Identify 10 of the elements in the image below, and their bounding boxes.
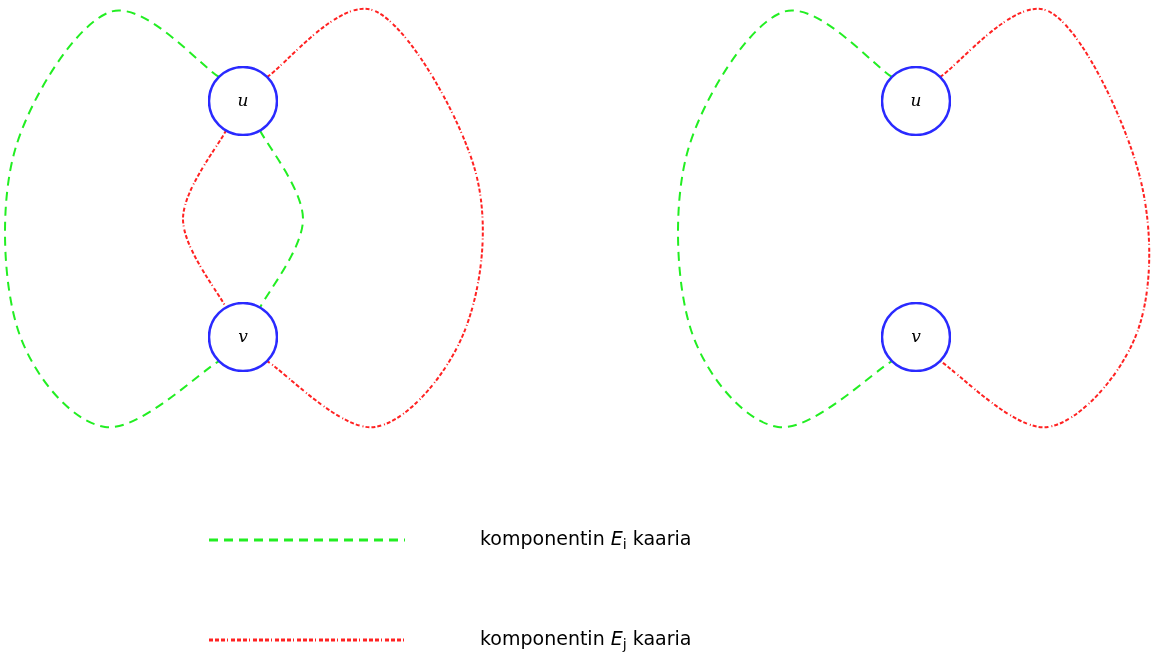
vertex-label: u — [910, 89, 922, 113]
graph-edge — [266, 7, 484, 428]
vertex-label: v — [238, 325, 248, 349]
legend-text: komponentin E$_{i}$ kaaria — [480, 529, 692, 548]
graph-edge — [4, 9, 220, 428]
vertex-label: u — [237, 89, 249, 113]
graph-edge — [677, 9, 893, 428]
graph-edge — [259, 129, 304, 309]
vertex-label: v — [911, 325, 921, 349]
graph-edge — [939, 7, 1151, 428]
